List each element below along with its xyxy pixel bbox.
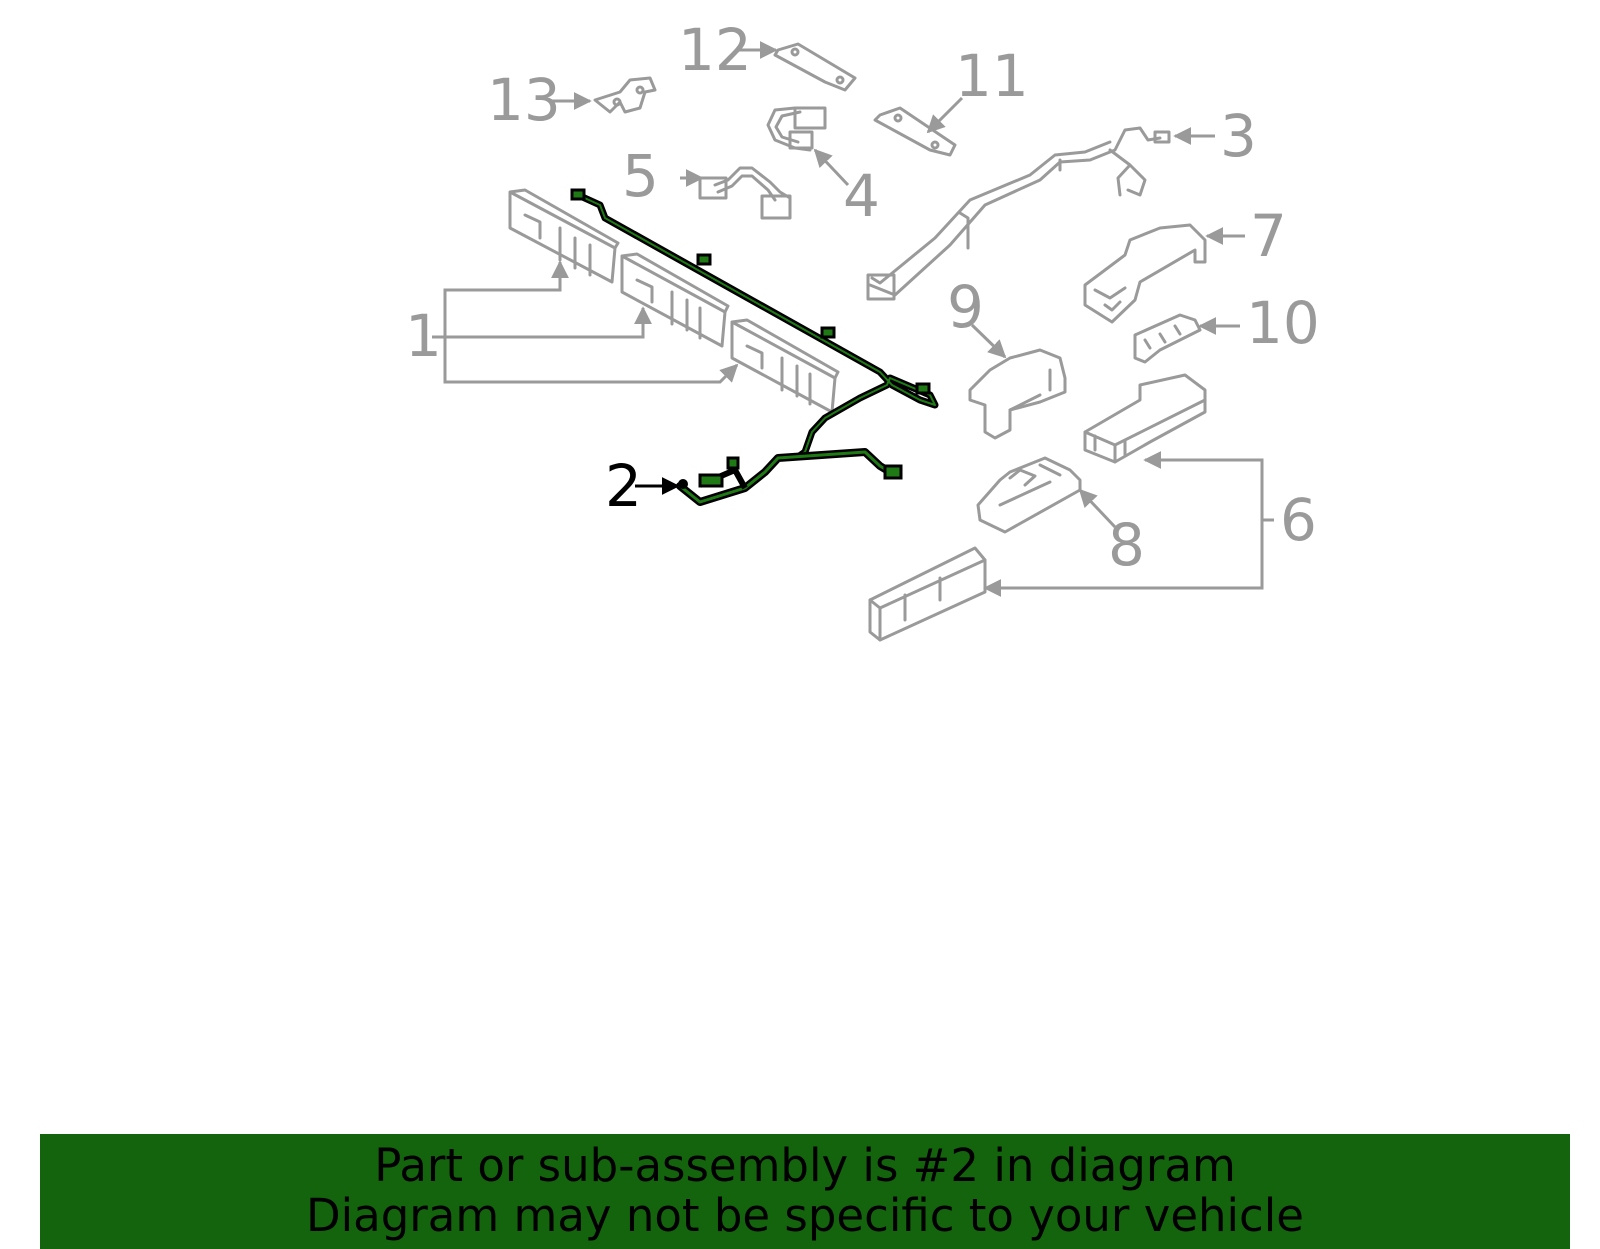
part-13-bracket [593, 76, 657, 114]
part-8-module [976, 456, 1082, 534]
part-4-leader [813, 148, 850, 187]
callout-3: 3 [1220, 102, 1257, 170]
part-8-leader [1078, 488, 1117, 529]
callout-13: 13 [487, 66, 561, 134]
part-11-leader [926, 96, 964, 134]
callout-10: 10 [1246, 289, 1320, 357]
info-banner: Part or sub-assembly is #2 in diagram Di… [40, 1134, 1570, 1249]
banner-line-1: Part or sub-assembly is #2 in diagram [374, 1139, 1236, 1192]
callout-9: 9 [947, 273, 984, 341]
callout-4: 4 [843, 162, 880, 230]
banner-line-2: Diagram may not be specific to your vehi… [306, 1189, 1304, 1242]
part-3-harness [866, 126, 1171, 301]
part-6-modules [868, 373, 1207, 642]
part-10-bracket [1133, 313, 1202, 364]
callout-5: 5 [622, 142, 659, 210]
part-2-wire-harness [570, 188, 939, 506]
part-5-connector-pigtail [698, 166, 792, 220]
part-9-leader [970, 323, 1007, 359]
part-4-connector-pigtail [766, 106, 827, 152]
part-9-bracket [968, 348, 1067, 440]
callout-8: 8 [1108, 511, 1145, 579]
callout-6: 6 [1280, 486, 1317, 554]
part-7-cover [1083, 223, 1207, 324]
part-12-bracket [773, 42, 857, 92]
callout-1: 1 [405, 302, 442, 370]
part-6-leaders [983, 451, 1274, 597]
callout-2: 2 [605, 452, 642, 520]
part-1-panels [508, 188, 840, 414]
part-11-bracket [873, 106, 957, 157]
callout-11: 11 [955, 42, 1029, 110]
callout-12: 12 [678, 16, 752, 84]
part-1-leaders [432, 260, 739, 384]
callout-7: 7 [1250, 202, 1287, 270]
